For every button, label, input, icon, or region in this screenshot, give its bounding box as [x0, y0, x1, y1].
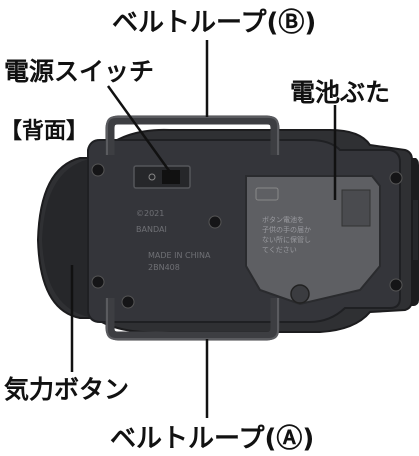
battery-note-4: てください	[262, 246, 297, 254]
battery-note-2: 子供の手の届か	[262, 225, 311, 234]
qi-button-label: 気力ボタン	[4, 375, 130, 404]
screw-holes	[91, 163, 403, 309]
back-side-label: 【背面】	[0, 119, 89, 144]
battery-cover: ボタン電池を 子供の手の届か ない所に保管し てください	[245, 175, 381, 306]
device-left-end	[42, 158, 95, 318]
print-line-2: BANDAI	[136, 225, 167, 234]
print-line-4: 2BN408	[148, 263, 180, 272]
belt-loop-a-label: ベルトループ(Ⓐ)	[110, 424, 315, 454]
power-switch-label: 電源スイッチ	[4, 57, 155, 86]
belt-loop-a	[105, 298, 280, 341]
print-line-3: MADE IN CHINA	[148, 251, 211, 260]
printed-info: ©2021 BANDAI MADE IN CHINA 2BN408	[136, 209, 211, 272]
belt-loop-b-label: ベルトループ(Ⓑ)	[112, 8, 317, 38]
leader-power-switch	[106, 85, 172, 173]
print-line-1: ©2021	[136, 209, 164, 218]
battery-cover-label: 電池ぶた	[290, 78, 391, 107]
leader-lines	[70, 40, 337, 418]
battery-note-1: ボタン電池を	[262, 215, 304, 224]
belt-loop-b-highlight	[106, 116, 279, 155]
belt-loop-a-highlight	[106, 298, 279, 340]
battery-note-3: ない所に保管し	[262, 235, 311, 244]
power-switch	[133, 165, 191, 189]
belt-loop-b	[105, 115, 280, 155]
